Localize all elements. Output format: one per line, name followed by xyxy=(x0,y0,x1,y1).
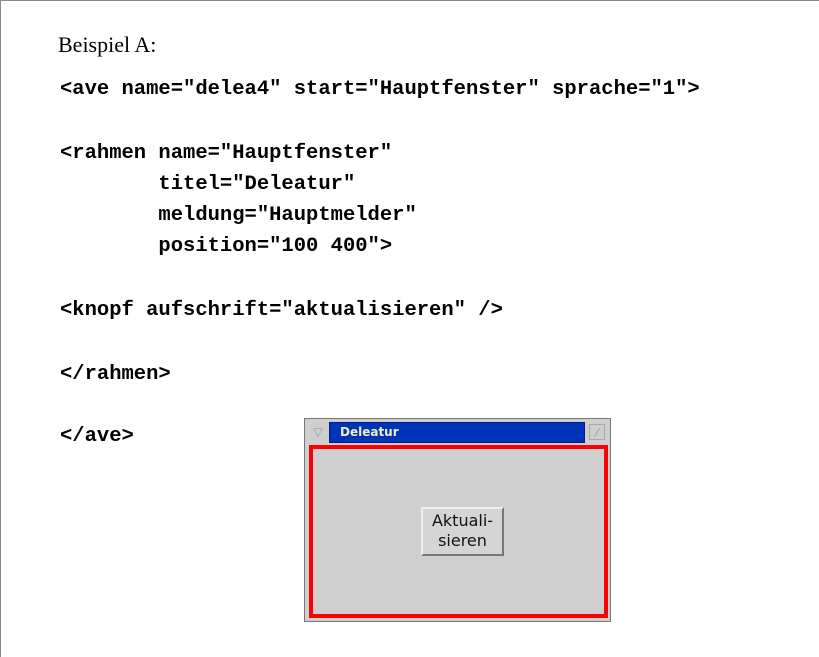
aktualisieren-button[interactable]: Aktuali- sieren xyxy=(421,507,504,556)
preview-window: ▽ Deleatur ⁄ Aktuali- sieren xyxy=(304,418,611,622)
resize-icon[interactable]: ⁄ xyxy=(589,424,605,440)
code-line: <knopf aufschrift="aktualisieren" /> xyxy=(60,299,503,322)
code-line: meldung="Hauptmelder" xyxy=(60,204,417,227)
code-line: </rahmen> xyxy=(60,363,171,386)
collapse-icon[interactable]: ▽ xyxy=(313,425,323,439)
code-line: titel="Deleatur" xyxy=(60,173,356,196)
code-line: <rahmen name="Hauptfenster" xyxy=(60,142,393,165)
button-label-line: sieren xyxy=(438,531,487,550)
code-line: <ave name="delea4" start="Hauptfenster" … xyxy=(60,78,700,101)
example-heading: Beispiel A: xyxy=(58,32,157,57)
button-label-line: Aktuali- xyxy=(431,511,494,530)
code-line: </ave> xyxy=(60,425,134,448)
window-title-bar[interactable]: Deleatur xyxy=(329,422,585,443)
code-line: position="100 400"> xyxy=(60,235,393,258)
window-content-frame: Aktuali- sieren xyxy=(309,445,608,618)
